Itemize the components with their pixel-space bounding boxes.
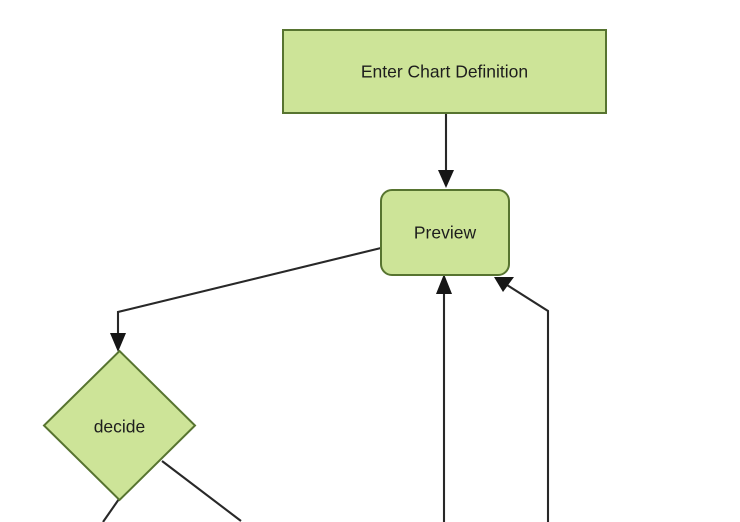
node-layer: Enter Chart Definition Preview decide — [42, 29, 607, 502]
edge-layer — [102, 113, 550, 522]
edge-bottom-vertical-to-preview — [436, 274, 452, 522]
node-preview[interactable]: Preview — [380, 189, 510, 276]
edge-enter-to-preview-arrowhead — [438, 170, 454, 188]
edge-preview-to-decide-arrowhead — [110, 333, 126, 352]
edge-bottom-right-to-preview-arrowhead — [494, 277, 514, 292]
edge-preview-to-decide — [110, 246, 382, 352]
node-preview-shape[interactable] — [380, 189, 510, 276]
edge-bottom-right-to-preview-line — [506, 284, 550, 522]
edge-enter-to-preview — [438, 113, 454, 188]
edge-preview-to-decide-line — [116, 246, 382, 338]
node-enter-chart-definition[interactable]: Enter Chart Definition — [282, 29, 607, 114]
edge-bottom-right-to-preview — [494, 277, 550, 522]
node-decide[interactable]: decide — [42, 349, 197, 502]
edge-decide-bottom-left — [102, 498, 120, 522]
edge-decide-bottom-right — [161, 460, 242, 522]
edge-bottom-vertical-to-preview-arrowhead — [436, 274, 452, 294]
node-decide-shape[interactable] — [42, 349, 197, 502]
node-enter-chart-definition-shape[interactable] — [282, 29, 607, 114]
